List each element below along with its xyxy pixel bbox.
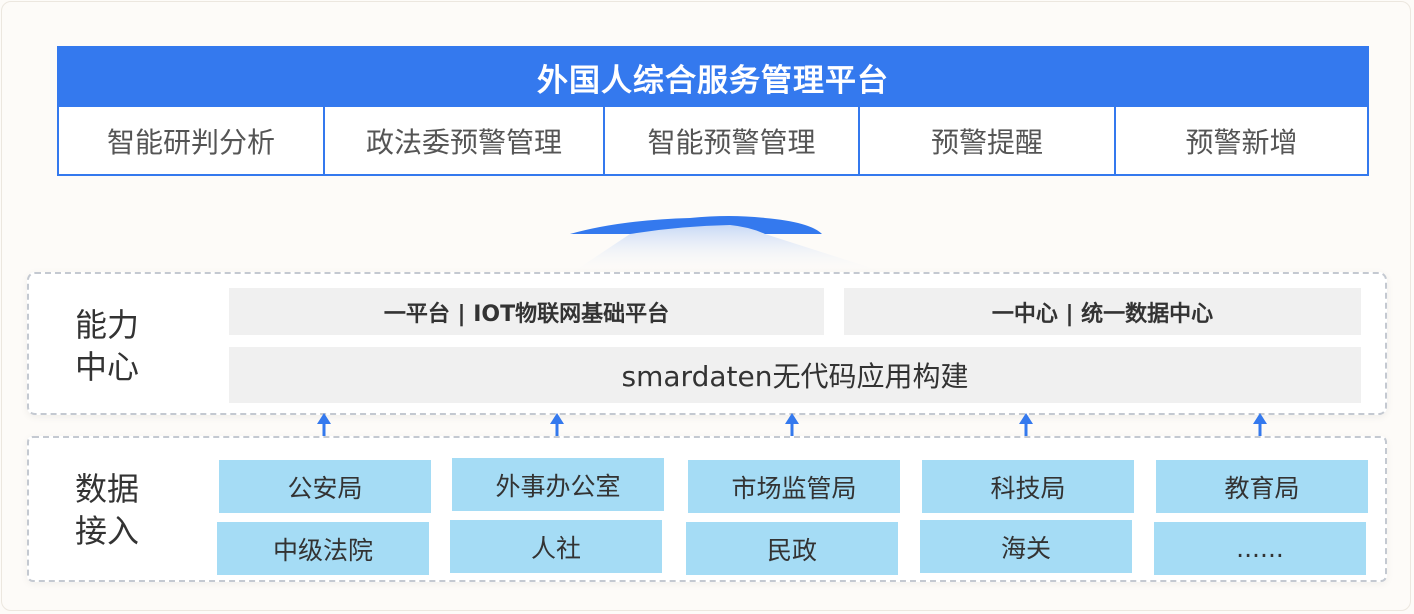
agency-customs: 海关 [920, 520, 1132, 573]
capability-label-line2: 中心 [75, 348, 140, 386]
agency-civil-affairs: 民政 [686, 522, 898, 575]
agency-foreign-affairs: 外事办公室 [452, 458, 664, 511]
module-political-warning-management: 政法委预警管理 [323, 107, 603, 174]
arrow-up-icon [785, 413, 799, 451]
data-access-label-line1: 数据 [75, 470, 140, 508]
agency-education: 教育局 [1156, 460, 1368, 513]
arrow-up-icon [550, 413, 564, 451]
agency-market-supervision: 市场监管局 [688, 460, 900, 513]
module-intelligent-warning-management: 智能预警管理 [603, 107, 858, 174]
lowcode-builder-box: smardaten无代码应用构建 [229, 347, 1361, 403]
platform-block: 外国人综合服务管理平台 智能研判分析 政法委预警管理 智能预警管理 预警提醒 预… [57, 46, 1369, 176]
platform-title: 外国人综合服务管理平台 [59, 48, 1367, 107]
agency-more: ...... [1154, 522, 1366, 575]
data-center-box: 一中心 | 统一数据中心 [844, 288, 1361, 335]
arrow-up-icon [317, 413, 331, 451]
agency-intermediate-court: 中级法院 [217, 522, 429, 575]
platform-module-row: 智能研判分析 政法委预警管理 智能预警管理 预警提醒 预警新增 [59, 107, 1367, 174]
iot-platform-box: 一平台 | IOT物联网基础平台 [229, 288, 824, 335]
module-warning-add: 预警新增 [1114, 107, 1367, 174]
capability-label: 能力 中心 [75, 304, 139, 388]
data-access-label: 数据 接入 [75, 468, 139, 552]
agency-science-technology: 科技局 [922, 460, 1134, 513]
capability-label-line1: 能力 [75, 306, 140, 344]
arrow-up-icon [1019, 413, 1033, 451]
arrow-up-icon [1253, 413, 1267, 451]
data-access-section: 数据 接入 公安局 外事办公室 市场监管局 科技局 教育局 中级法院 人社 民政… [27, 436, 1387, 582]
agency-human-resources: 人社 [450, 520, 662, 573]
module-intelligent-analysis: 智能研判分析 [106, 125, 275, 159]
module-warning-reminder: 预警提醒 [858, 107, 1114, 174]
agency-public-security: 公安局 [219, 460, 431, 513]
upward-arrow-icon [570, 216, 890, 274]
capability-center: 能力 中心 一平台 | IOT物联网基础平台 一中心 | 统一数据中心 smar… [27, 272, 1387, 415]
data-access-label-line2: 接入 [75, 512, 140, 550]
